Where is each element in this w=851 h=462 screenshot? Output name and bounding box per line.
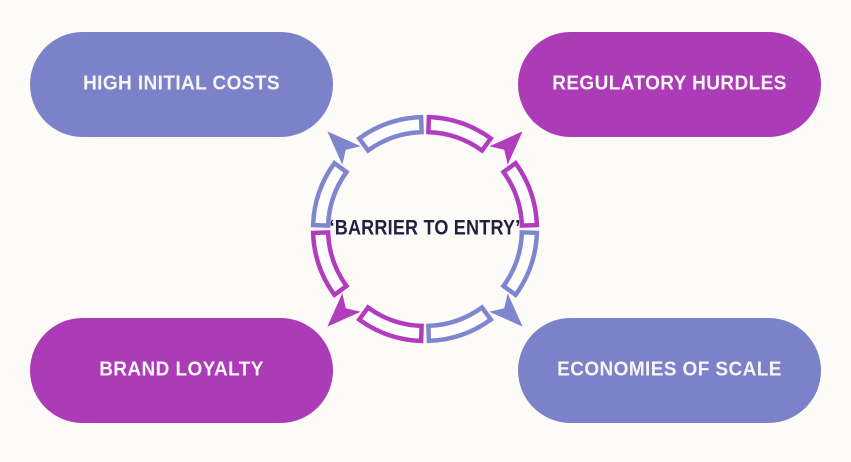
arrowhead-southeast-icon — [489, 293, 523, 327]
node-economies-of-scale: ECONOMIES OF SCALE — [518, 318, 821, 423]
arrowhead-northwest-icon — [327, 131, 361, 165]
node-brand-loyalty: BRAND LOYALTY — [30, 318, 333, 423]
node-label: ECONOMIES OF SCALE — [557, 358, 782, 381]
arc-band — [500, 160, 540, 228]
arrowhead-southwest-icon — [327, 293, 361, 327]
node-regulatory-hurdles: REGULATORY HURDLES — [518, 32, 821, 137]
arc-band — [426, 304, 494, 344]
arc-band — [426, 114, 494, 154]
node-label: BRAND LOYALTY — [99, 358, 264, 381]
arc-band — [310, 160, 350, 228]
arc-bottom-right — [426, 230, 540, 344]
node-label: REGULATORY HURDLES — [552, 72, 787, 95]
arc-top-left — [310, 114, 424, 228]
arc-bottom-left — [310, 230, 424, 344]
arc-band — [356, 114, 424, 154]
node-label: HIGH INITIAL COSTS — [83, 72, 280, 95]
arc-band — [310, 230, 350, 298]
node-high-initial-costs: HIGH INITIAL COSTS — [30, 32, 333, 137]
arrowhead-northeast-icon — [489, 131, 523, 165]
arc-band — [500, 230, 540, 298]
arc-band — [356, 304, 424, 344]
arc-top-right — [426, 114, 540, 228]
diagram-title: ‘BARRIER TO ENTRY’ — [329, 216, 521, 240]
